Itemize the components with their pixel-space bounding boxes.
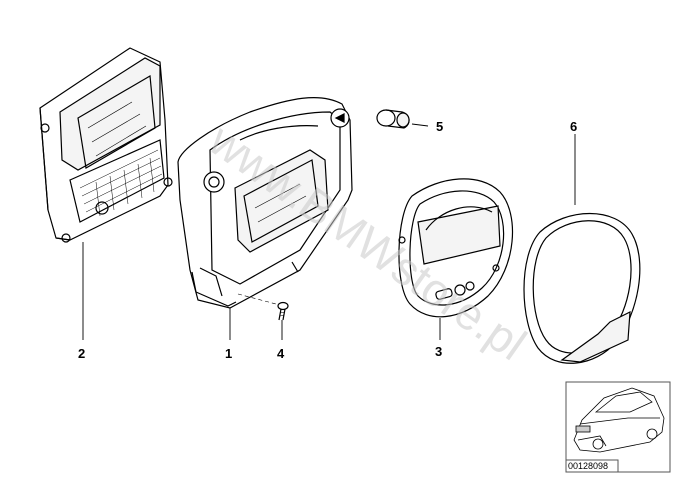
part-2-control-unit[interactable] xyxy=(39,47,173,243)
label-part-1: 1 xyxy=(225,346,232,361)
label-part-5: 5 xyxy=(436,119,443,134)
part-3-display-bezel[interactable] xyxy=(398,178,514,318)
leader-lines xyxy=(82,123,576,340)
label-part-6: 6 xyxy=(570,119,577,134)
label-part-3: 3 xyxy=(435,344,442,359)
part-6-trim-ring[interactable] xyxy=(523,213,641,364)
part-1-instrument-housing[interactable] xyxy=(177,97,353,309)
car-icon xyxy=(573,387,665,453)
part-4-screw[interactable] xyxy=(277,301,289,321)
vehicle-thumbnail: 00128098 xyxy=(565,381,671,473)
reference-number: 00128098 xyxy=(568,461,608,471)
part-5-knob-cap[interactable] xyxy=(376,109,410,129)
label-part-2: 2 xyxy=(78,346,85,361)
label-part-4: 4 xyxy=(277,346,285,361)
